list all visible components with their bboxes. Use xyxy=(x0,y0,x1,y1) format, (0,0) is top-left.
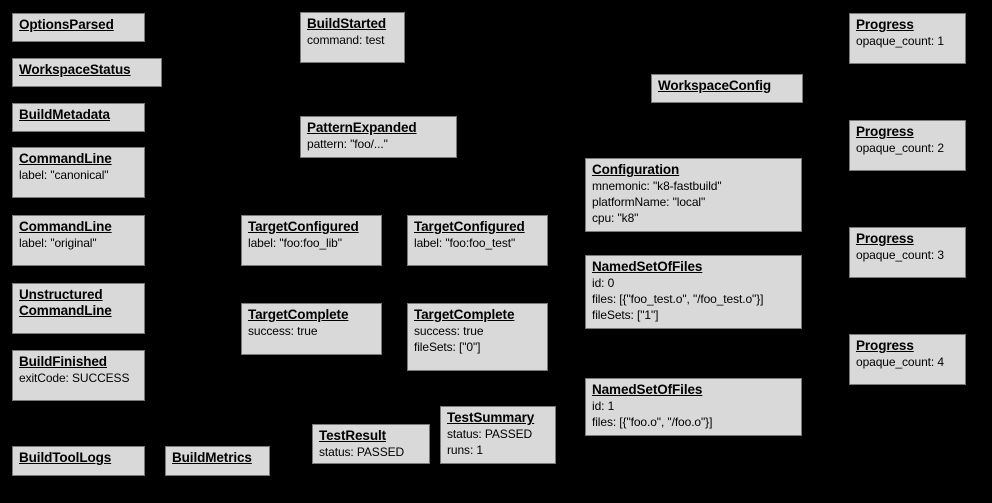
node-field: runs: 1 xyxy=(447,443,483,457)
node-title: Progress xyxy=(856,231,914,246)
node-title: TargetComplete xyxy=(248,307,349,322)
node-title: CommandLine xyxy=(19,219,112,234)
node-title: Configuration xyxy=(592,162,680,177)
node-title: BuildFinished xyxy=(19,354,107,369)
node-target-complete-lib[interactable]: TargetComplete success: true xyxy=(241,303,382,355)
node-field: label: "foo:foo_test" xyxy=(414,236,516,250)
node-title: BuildMetrics xyxy=(172,450,252,465)
node-target-configured-foo-lib[interactable]: TargetConfigured label: "foo:foo_lib" xyxy=(241,215,382,266)
node-field: success: true xyxy=(248,324,318,338)
node-workspace-config[interactable]: WorkspaceConfig xyxy=(651,74,803,103)
node-title: Progress xyxy=(856,17,914,32)
node-target-configured-foo-test[interactable]: TargetConfigured label: "foo:foo_test" xyxy=(407,215,548,266)
node-field: opaque_count: 4 xyxy=(856,355,944,369)
node-build-started[interactable]: BuildStarted command: test xyxy=(300,12,405,63)
node-field: opaque_count: 3 xyxy=(856,248,944,262)
node-field: status: PASSED xyxy=(447,427,533,441)
node-title: WorkspaceConfig xyxy=(658,78,772,93)
node-command-line-original[interactable]: CommandLine label: "original" xyxy=(12,215,145,266)
node-title: BuildStarted xyxy=(307,16,387,31)
node-configuration[interactable]: Configuration mnemonic: "k8-fastbuild" pla… xyxy=(585,158,802,232)
node-title: NamedSetOfFiles xyxy=(592,382,703,397)
node-field: id: 0 xyxy=(592,276,615,290)
node-field: label: "original" xyxy=(19,236,97,250)
node-named-set-of-files-1[interactable]: NamedSetOfFiles id: 1 files: [{"foo.o", "/… xyxy=(585,378,802,436)
node-field: success: true xyxy=(414,324,484,338)
node-field: label: "foo:foo_lib" xyxy=(248,236,342,250)
node-build-metrics[interactable]: BuildMetrics xyxy=(165,446,270,476)
node-progress-1[interactable]: Progress opaque_count: 1 xyxy=(849,13,966,64)
node-test-result[interactable]: TestResult status: PASSED xyxy=(312,424,430,464)
node-field: files: [{"foo.o", "/foo.o"}] xyxy=(592,415,713,429)
node-field: opaque_count: 2 xyxy=(856,141,944,155)
node-title: OptionsParsed xyxy=(19,17,114,32)
node-title: Progress xyxy=(856,338,914,353)
node-title: TargetComplete xyxy=(414,307,515,322)
node-field: fileSets: ["1"] xyxy=(592,308,659,322)
node-progress-4[interactable]: Progress opaque_count: 4 xyxy=(849,334,966,385)
node-title: TestResult xyxy=(319,428,387,443)
node-title: TargetConfigured xyxy=(414,219,525,234)
node-title: BuildMetadata xyxy=(19,107,110,122)
node-title: BuildToolLogs xyxy=(19,450,112,465)
node-field: mnemonic: "k8-fastbuild" xyxy=(592,179,722,193)
node-title: TargetConfigured xyxy=(248,219,359,234)
node-field: platformName: "local" xyxy=(592,195,706,209)
node-field: id: 1 xyxy=(592,399,615,413)
node-build-finished[interactable]: BuildFinished exitCode: SUCCESS xyxy=(12,350,145,401)
node-field: status: PASSED xyxy=(319,445,405,459)
node-build-metadata[interactable]: BuildMetadata xyxy=(12,103,145,132)
node-target-complete-test[interactable]: TargetComplete success: true fileSets: ["0… xyxy=(407,303,548,371)
node-unstructured-command-line[interactable]: Unstructured CommandLine xyxy=(12,283,145,334)
node-field: command: test xyxy=(307,33,385,47)
node-title: Progress xyxy=(856,124,914,139)
node-title: TestSummary xyxy=(447,410,535,425)
node-options-parsed[interactable]: OptionsParsed xyxy=(12,13,145,42)
node-progress-2[interactable]: Progress opaque_count: 2 xyxy=(849,120,966,171)
node-title: CommandLine xyxy=(19,151,112,166)
node-workspace-status[interactable]: WorkspaceStatus xyxy=(12,58,162,87)
node-build-tool-logs[interactable]: BuildToolLogs xyxy=(12,446,145,476)
node-test-summary[interactable]: TestSummary status: PASSED runs: 1 xyxy=(440,406,556,464)
node-field: pattern: "foo/..." xyxy=(307,137,388,151)
node-named-set-of-files-0[interactable]: NamedSetOfFiles id: 0 files: [{"foo_test.o… xyxy=(585,255,802,329)
node-title: WorkspaceStatus xyxy=(19,62,131,77)
node-title: NamedSetOfFiles xyxy=(592,259,703,274)
node-field: exitCode: SUCCESS xyxy=(19,371,130,385)
node-title: PatternExpanded xyxy=(307,120,417,135)
node-field: files: [{"foo_test.o", "/foo_test.o"}] xyxy=(592,292,764,306)
node-command-line-canonical[interactable]: CommandLine label: "canonical" xyxy=(12,147,145,198)
node-field: opaque_count: 1 xyxy=(856,34,944,48)
node-title: Unstructured CommandLine xyxy=(19,287,112,318)
node-field: label: "canonical" xyxy=(19,168,109,182)
node-field: cpu: "k8" xyxy=(592,211,639,225)
node-pattern-expanded[interactable]: PatternExpanded pattern: "foo/..." xyxy=(300,116,457,158)
node-progress-3[interactable]: Progress opaque_count: 3 xyxy=(849,227,966,278)
node-field: fileSets: ["0"] xyxy=(414,340,481,354)
